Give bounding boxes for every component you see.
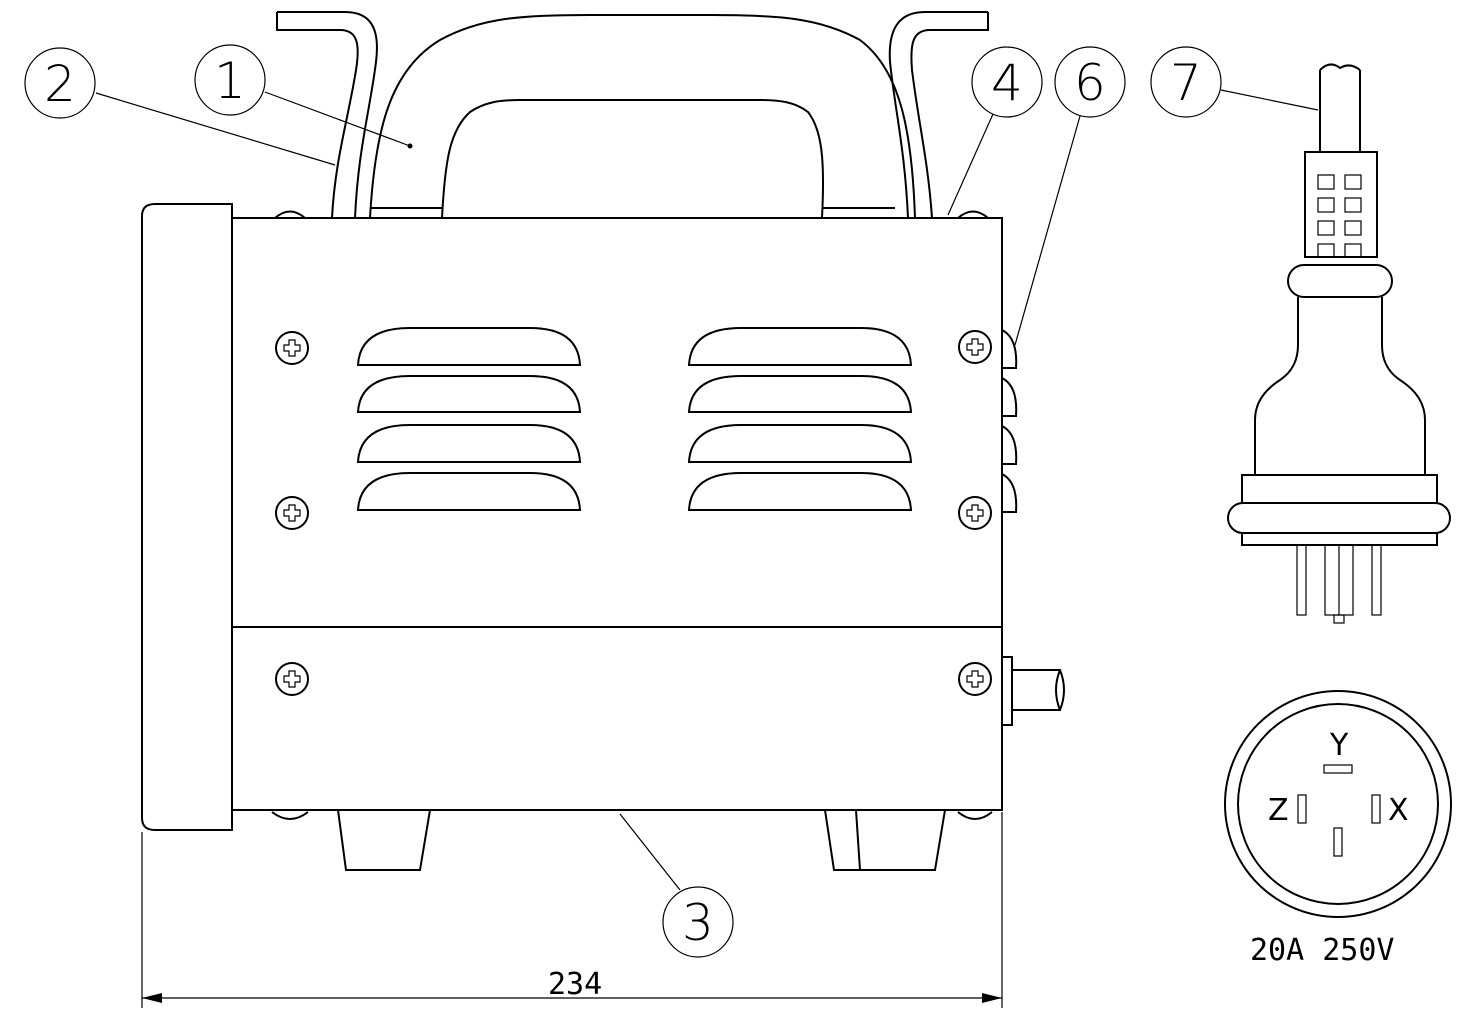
vent-louvers-right (687, 327, 913, 511)
screw-icon (958, 330, 992, 364)
callout-6: 6 (1014, 46, 1126, 346)
callout-4: 4 (947, 46, 1043, 216)
svg-text:6: 6 (1074, 54, 1106, 112)
pin-label-z: Z (1268, 793, 1289, 828)
svg-text:3: 3 (682, 894, 714, 952)
callout-3: 3 (619, 813, 734, 958)
screw-icon (275, 331, 309, 365)
screw-icon (958, 662, 992, 696)
svg-text:4: 4 (991, 54, 1023, 112)
plug-face-view: Y Z X 20A 250V (1224, 690, 1452, 968)
wire-guard (276, 11, 989, 219)
cord-exit (1001, 656, 1065, 726)
callout-1: 1 (194, 44, 413, 149)
plug-side-view (1227, 63, 1451, 624)
side-bumps (1001, 329, 1018, 513)
svg-text:7: 7 (1170, 54, 1202, 112)
callout-2: 2 (24, 47, 336, 166)
svg-text:2: 2 (44, 55, 76, 113)
screw-icon (958, 496, 992, 530)
plug-rating: 20A 250V (1250, 933, 1395, 968)
callout-7: 7 (1150, 46, 1319, 118)
callouts: 2 1 4 6 7 3 (24, 44, 1319, 958)
screw-icon (275, 496, 309, 530)
transformer-body (141, 203, 1003, 871)
pin-label-x: X (1388, 793, 1409, 828)
vent-louvers-left (356, 327, 582, 511)
svg-text:1: 1 (214, 52, 246, 110)
screw-icon (275, 662, 309, 696)
dimension-label: 234 (548, 967, 602, 1002)
screws (275, 330, 992, 696)
carry-handle (369, 14, 916, 219)
width-dimension: 234 (141, 812, 1003, 1008)
pin-label-y: Y (1329, 728, 1349, 763)
